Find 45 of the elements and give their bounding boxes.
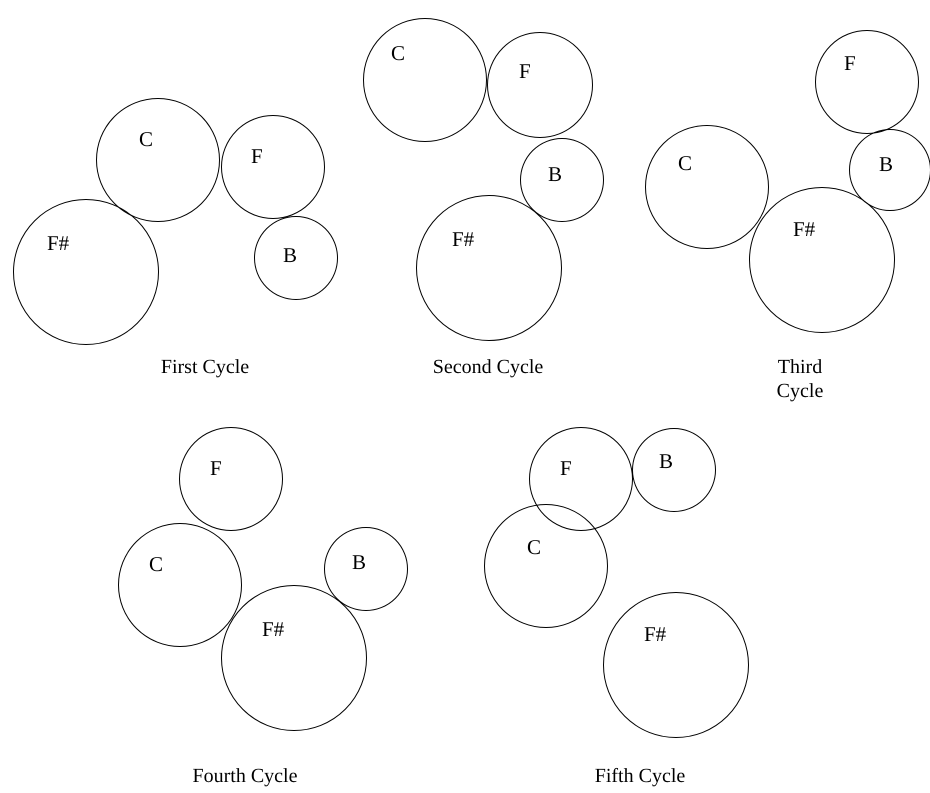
circle <box>179 427 283 531</box>
circle <box>815 30 919 134</box>
circle <box>96 98 220 222</box>
note-label: F# <box>793 219 816 240</box>
note-label: B <box>659 451 674 472</box>
circle <box>487 32 593 138</box>
circle <box>849 129 930 211</box>
note-label: C <box>678 153 692 174</box>
note-label: F# <box>262 619 284 640</box>
note-label: F# <box>47 233 70 254</box>
note-label: C <box>527 537 542 558</box>
note-label: F <box>519 61 531 82</box>
circle <box>221 585 367 731</box>
note-label: C <box>139 129 154 150</box>
note-label: B <box>352 552 366 573</box>
cycle-caption: Third Cycle <box>776 355 824 403</box>
note-label: C <box>149 554 164 575</box>
circle <box>484 504 608 628</box>
cycle-caption: Fourth Cycle <box>192 764 298 788</box>
circle <box>603 592 749 738</box>
note-label: B <box>879 154 894 175</box>
circle <box>254 216 338 300</box>
circle <box>363 18 487 142</box>
circle <box>520 138 604 222</box>
circle <box>13 199 159 345</box>
cycle-caption: First Cycle <box>160 355 250 379</box>
circle <box>749 187 895 333</box>
circle <box>645 125 769 249</box>
note-label: F# <box>452 229 474 250</box>
note-label: F <box>560 458 572 479</box>
cycle-caption: Fifth Cycle <box>594 764 686 788</box>
circle <box>118 523 242 647</box>
circle <box>324 527 408 611</box>
cycle-caption: Second Cycle <box>432 355 544 379</box>
note-label: F <box>844 53 856 74</box>
note-label: C <box>391 43 406 64</box>
circle <box>221 115 325 219</box>
note-label: F# <box>644 624 666 645</box>
note-label: B <box>548 164 562 185</box>
circle <box>416 195 562 341</box>
note-label: B <box>283 245 298 266</box>
note-label: F <box>251 146 263 167</box>
note-label: F <box>210 458 222 479</box>
circle <box>529 427 633 531</box>
circle <box>632 428 716 512</box>
